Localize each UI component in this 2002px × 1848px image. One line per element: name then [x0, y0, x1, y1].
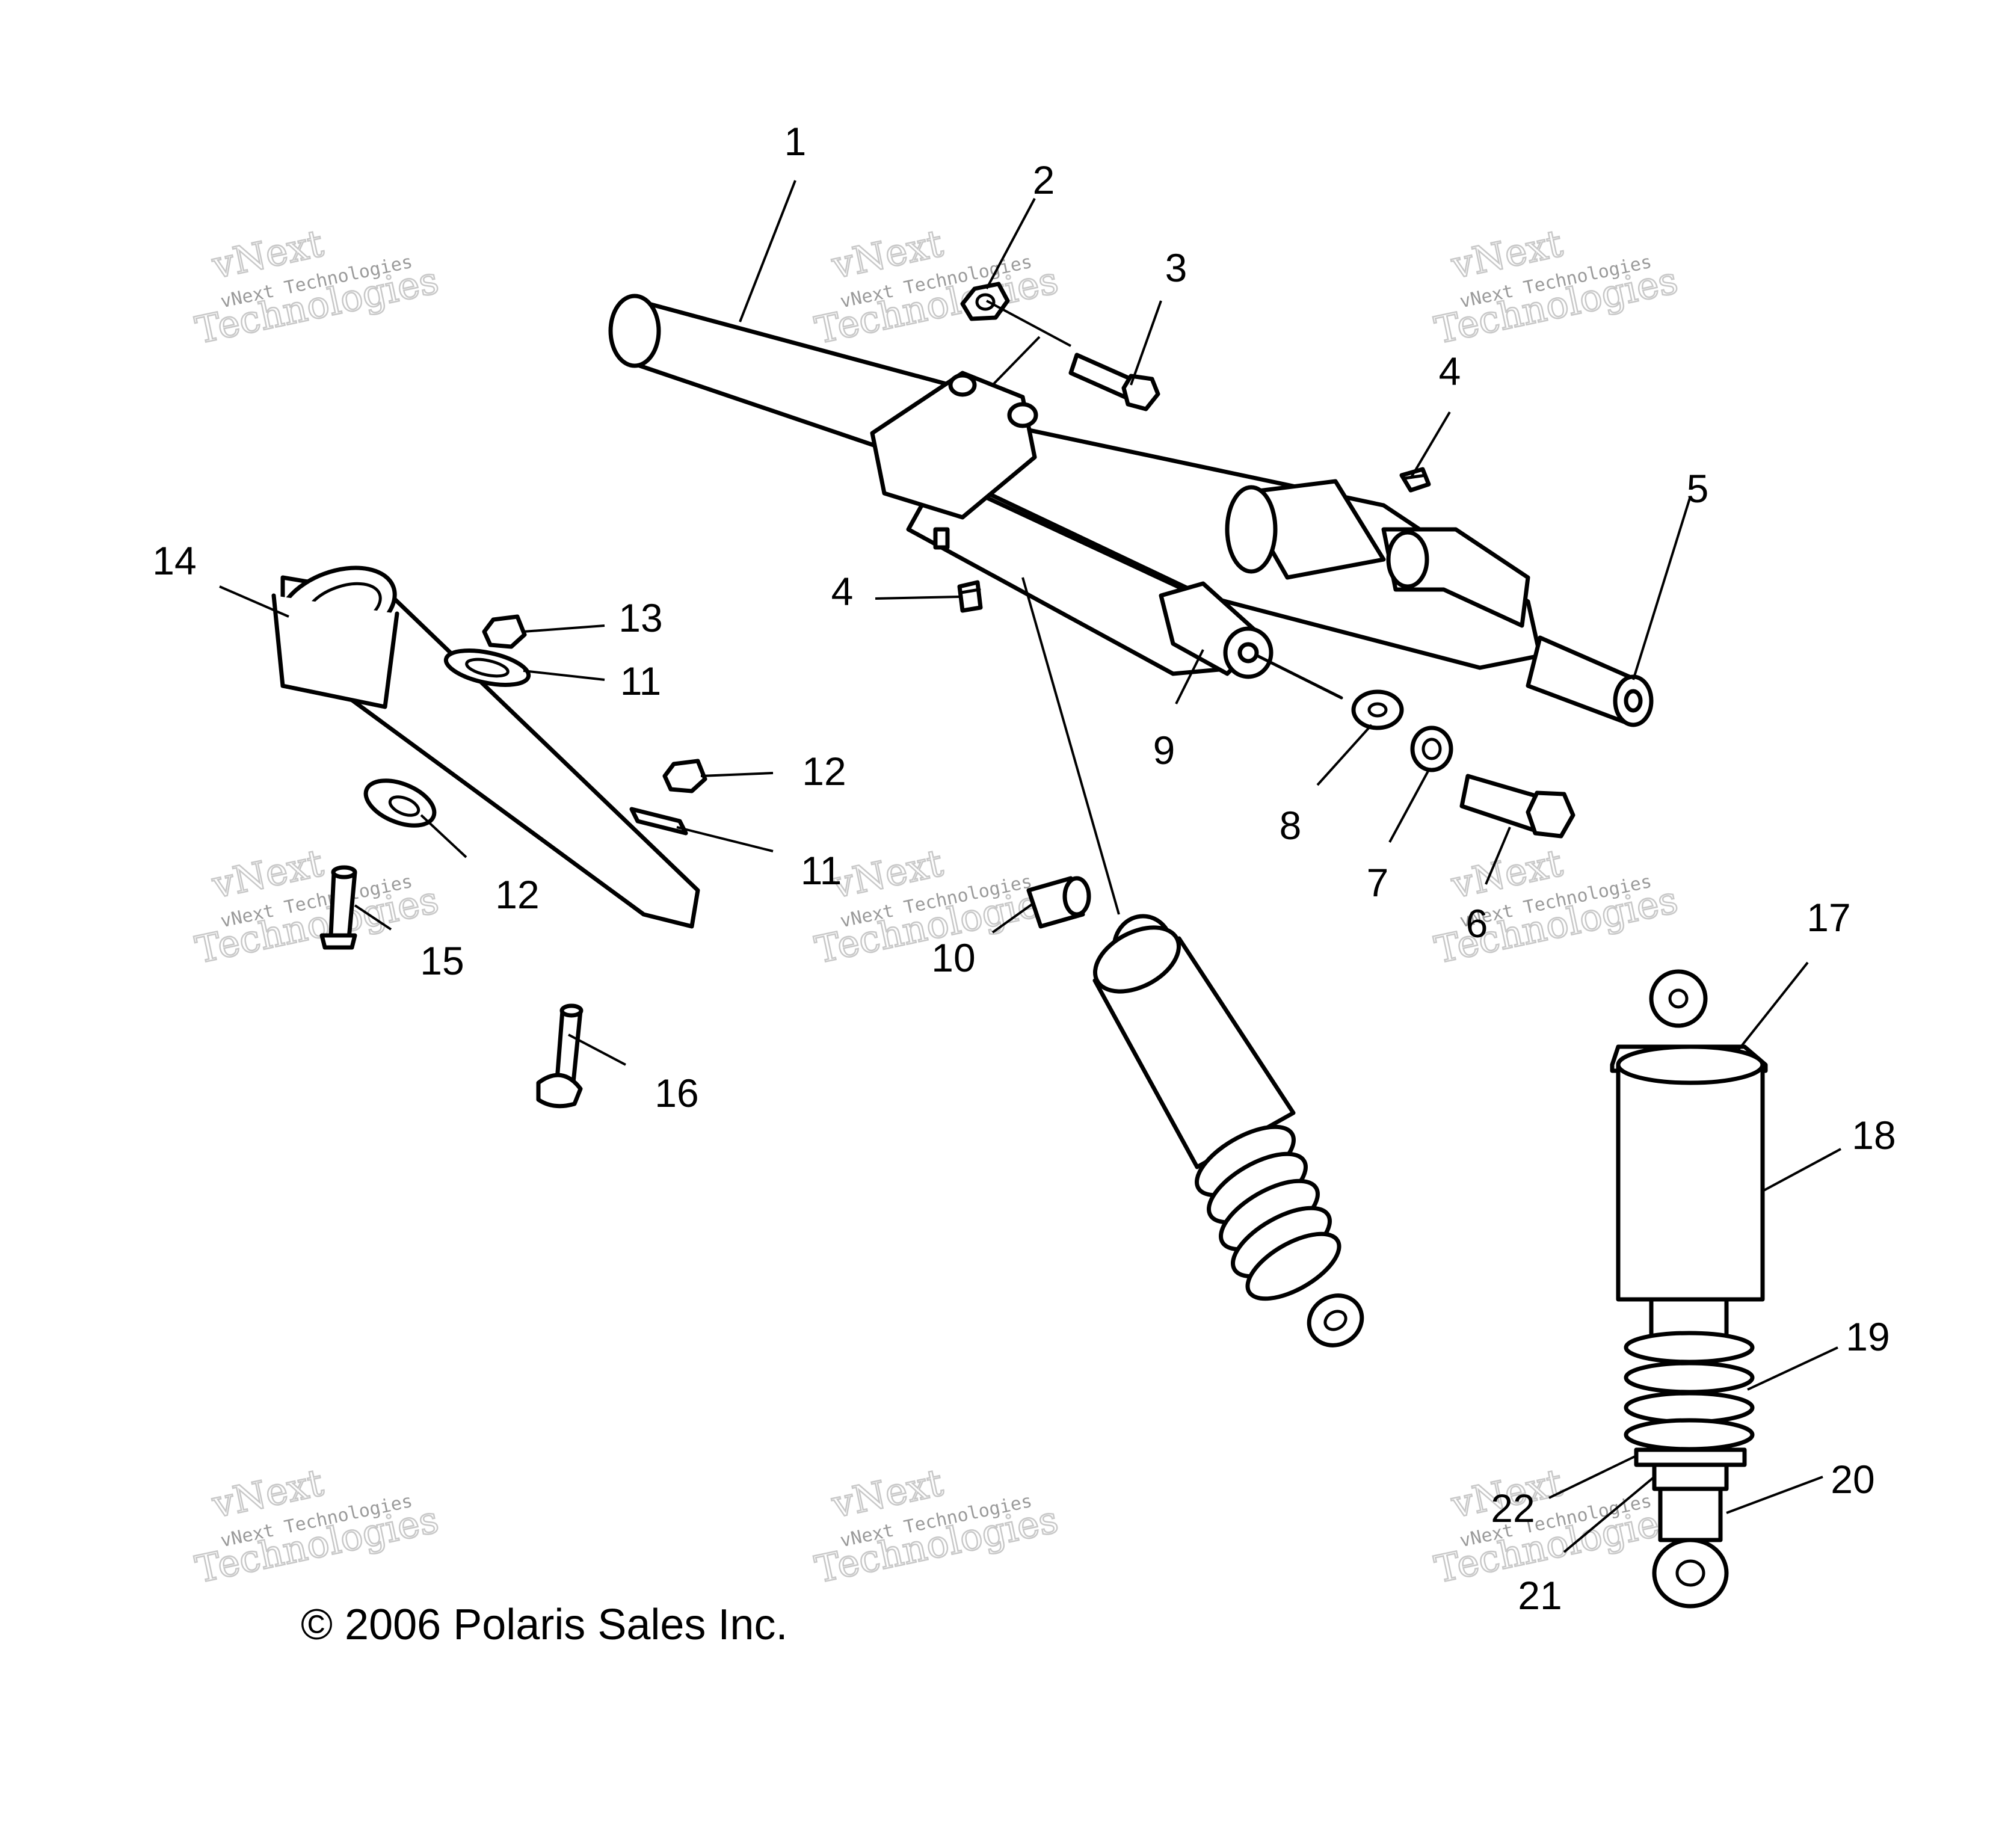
callout-4-left: 4 — [831, 569, 854, 614]
a-arm-clevis-eye — [1386, 530, 1429, 589]
part-17-top-eye-bore — [1668, 988, 1689, 1009]
callout-3: 3 — [1165, 245, 1187, 290]
callout-18: 18 — [1852, 1113, 1896, 1157]
shock-bottom-eye — [1307, 1293, 1364, 1348]
watermark: vNext vNext Technologies Technologies — [191, 1459, 443, 1592]
part-4-grease-fitting-left — [957, 580, 983, 613]
shock-body-top — [1092, 925, 1181, 994]
a-arm-sleeve-end — [1225, 485, 1278, 574]
a-arm-axis-line — [1255, 654, 1343, 700]
part-15-bolt — [319, 865, 357, 950]
callout-21: 21 — [1518, 1573, 1562, 1618]
watermark: vNext vNext Technologies Technologies — [191, 840, 443, 973]
watermark: vNext vNext Technologies Technologies — [810, 840, 1062, 973]
callout-1: 1 — [784, 119, 807, 164]
callout-11-upper: 11 — [620, 659, 662, 703]
copyright-text: © 2006 Polaris Sales Inc. — [301, 1601, 787, 1649]
callout-7: 7 — [1367, 860, 1389, 905]
part-18-shock-body — [1616, 1062, 1765, 1302]
part-17-top-eye — [1649, 969, 1708, 1028]
callout-8: 8 — [1280, 803, 1302, 848]
shock-bottom-eye-bore — [1323, 1310, 1348, 1331]
installed-shock — [1021, 577, 1364, 1348]
callout-2: 2 — [1033, 158, 1055, 202]
a-arm-assembly — [608, 294, 1654, 727]
callout-20: 20 — [1831, 1457, 1874, 1502]
watermark: vNext vNext Technologies Technologies — [1430, 840, 1682, 973]
a-arm-bracket — [870, 371, 1037, 520]
shock-spring — [1195, 1124, 1341, 1301]
a-arm-nipple — [933, 527, 950, 550]
callouts: 1 2 3 4 4 5 6 7 8 9 10 11 11 12 12 13 14… — [152, 119, 1896, 1618]
callout-12-left: 12 — [495, 872, 539, 917]
exploded-shock — [1610, 969, 1768, 1609]
part-20-bottom-eye-bore — [1675, 1559, 1705, 1587]
callout-10: 10 — [931, 935, 975, 980]
callout-4-upper: 4 — [1439, 349, 1461, 393]
a-arm-bracket-eye — [1007, 402, 1038, 428]
a-arm-lower-sleeve-bore — [1237, 642, 1259, 664]
callout-14: 14 — [152, 538, 196, 583]
callout-11-lower: 11 — [801, 848, 842, 893]
part-3-bolt — [1068, 353, 1160, 411]
part-12-nut-right — [662, 759, 707, 793]
part-14-arm-boss-side — [271, 593, 399, 709]
part-7-washer — [1410, 725, 1453, 772]
part-10-bushing — [1026, 876, 1091, 929]
callout-9: 9 — [1153, 728, 1175, 772]
leader-lines — [219, 180, 1841, 1553]
a-arm-spindle-bore — [1624, 689, 1643, 713]
a-arm-bracket-eye — [948, 373, 977, 397]
callout-22: 22 — [1491, 1486, 1535, 1530]
callout-13: 13 — [618, 596, 662, 640]
callout-17: 17 — [1806, 895, 1850, 940]
watermark: vNext vNext Technologies Technologies — [810, 1459, 1062, 1592]
part-2-nut — [960, 282, 1010, 321]
a-arm-front-tube — [906, 473, 1242, 676]
callout-15: 15 — [420, 938, 464, 983]
watermark: vNext vNext Technologies Technologies — [191, 220, 443, 353]
part-11-wear-pad-upper — [443, 648, 531, 687]
callout-16: 16 — [654, 1071, 698, 1115]
part-13-nut — [482, 614, 527, 649]
part-20-lower-body — [1658, 1486, 1723, 1542]
callout-6: 6 — [1466, 901, 1488, 946]
part-20-bottom-eye — [1652, 1538, 1729, 1609]
callout-19: 19 — [1846, 1314, 1890, 1359]
shock-mount-line — [1021, 577, 1120, 915]
part-19-spring — [1624, 1331, 1755, 1452]
part-8-washer — [1351, 689, 1404, 730]
callout-12-right: 12 — [802, 749, 846, 793]
part-22-spring-retainer — [1634, 1447, 1747, 1467]
part-12-washer-left — [363, 778, 437, 828]
part-16-bolt — [536, 1003, 584, 1109]
watermark: vNext vNext Technologies Technologies — [1430, 220, 1682, 353]
part-11-wear-pad-lower — [629, 807, 688, 836]
part-18-body-top — [1616, 1044, 1765, 1085]
part-6-bolt — [1459, 774, 1575, 839]
a-arm-tube-end — [608, 294, 661, 368]
part-14-arm — [271, 565, 700, 929]
callout-5: 5 — [1687, 466, 1709, 511]
part-21-collar — [1652, 1462, 1729, 1491]
